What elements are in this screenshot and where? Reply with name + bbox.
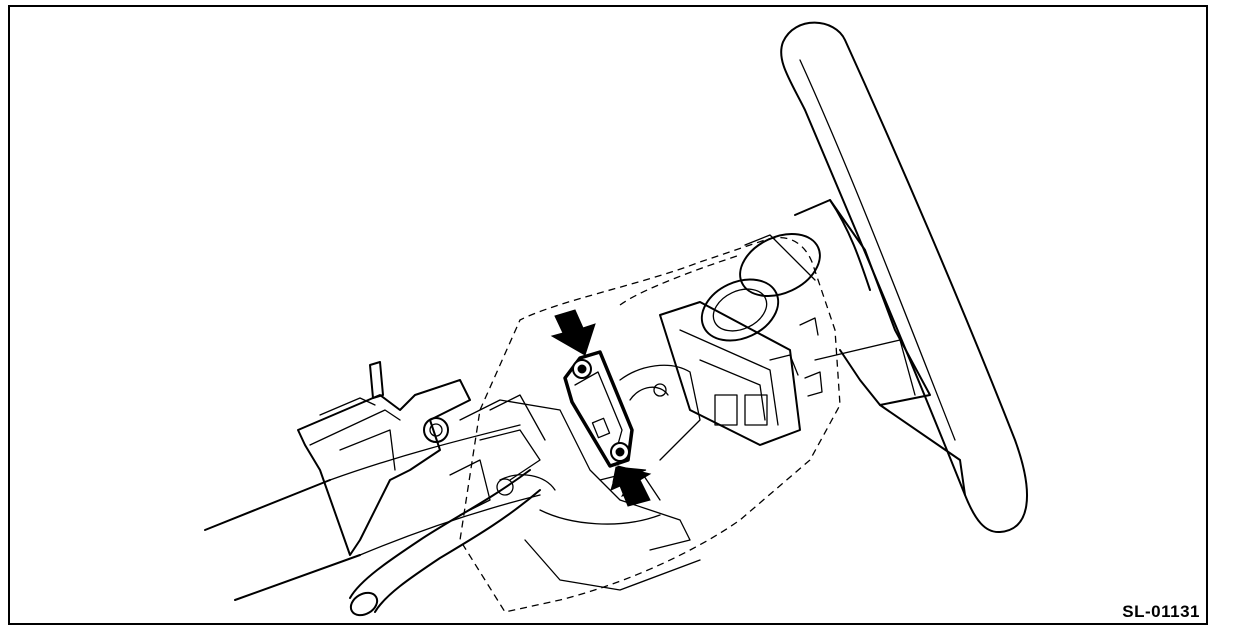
arrow-down-icon [550, 309, 596, 356]
column-cover-outline [459, 236, 841, 613]
steering-wheel-hub [794, 199, 966, 496]
mounting-screw-upper [572, 359, 592, 379]
arrow-up-icon [610, 465, 652, 507]
figure-reference-code: SL-01131 [1122, 602, 1200, 621]
ignition-cylinder [700, 233, 821, 342]
figure-frame [8, 5, 1208, 625]
combination-switch-housing [659, 301, 823, 446]
steering-wheel [780, 21, 1028, 534]
tilt-lever [349, 469, 541, 617]
column-inner-structure [449, 364, 701, 591]
mounting-screw-lower [610, 442, 630, 462]
column-mounting-bracket [297, 361, 471, 556]
